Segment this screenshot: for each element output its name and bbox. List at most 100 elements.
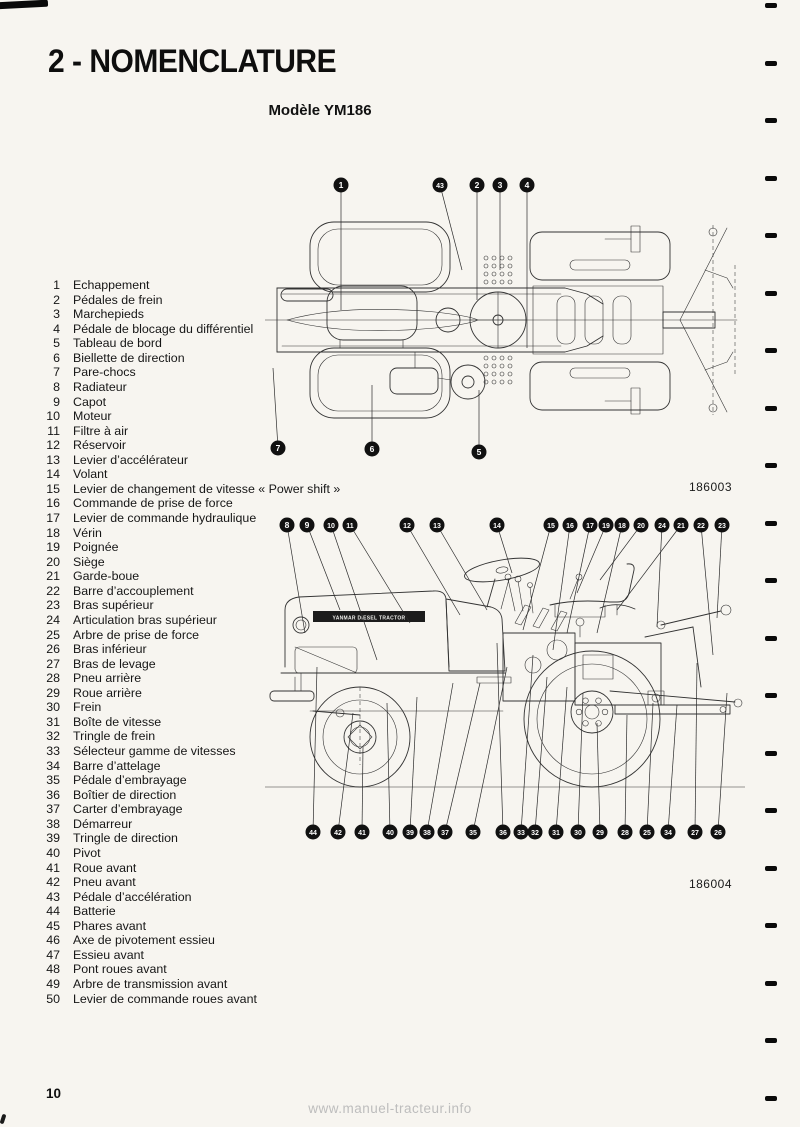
part-label: Biellette de direction — [73, 350, 185, 365]
callout-number: 3 — [498, 180, 503, 190]
page-number: 10 — [46, 1086, 62, 1101]
callout-disc — [437, 824, 453, 840]
part-label: Echappement — [73, 278, 150, 292]
callout-disc — [432, 177, 448, 193]
callout-number: 25 — [643, 830, 651, 837]
callout-leader-line — [520, 654, 534, 833]
part-number: 21 — [46, 569, 60, 584]
part-number: 14 — [46, 467, 60, 482]
part-number: 18 — [46, 525, 60, 540]
figure2-number: 186004 — [688, 877, 732, 891]
callout-leader-line — [312, 666, 318, 833]
binding-mark — [765, 520, 777, 526]
callout-disc — [469, 177, 485, 193]
part-label: Levier de changement de vitesse « Power … — [73, 481, 341, 496]
callout-disc — [333, 177, 349, 193]
binding-mark — [765, 233, 777, 238]
part-label: Démarreur — [73, 816, 133, 831]
callout-number: 41 — [358, 830, 366, 837]
callout-number: 13 — [433, 523, 441, 530]
part-number: 25 — [46, 627, 60, 642]
part-number: 32 — [46, 729, 60, 744]
callout-number: 35 — [469, 830, 477, 837]
callout-disc — [710, 824, 726, 840]
callout-disc — [419, 824, 435, 840]
part-label: Boîtier de direction — [73, 787, 177, 802]
callout-number: 28 — [621, 830, 629, 837]
part-label: Marchepieds — [73, 307, 144, 322]
callout-disc — [492, 177, 508, 193]
callout-number: 8 — [285, 520, 290, 530]
part-number: 36 — [46, 787, 60, 802]
callout-leader-line — [361, 746, 364, 833]
part-label: Pédales de frein — [73, 292, 163, 307]
callout-leader-line — [534, 676, 548, 833]
callout-number: 7 — [276, 443, 281, 453]
callout-disc — [582, 517, 598, 533]
callout-leader-line — [646, 702, 654, 833]
part-label: Pont roues avant — [73, 962, 167, 977]
callout-disc — [598, 517, 614, 533]
part-label: Levier d’accélérateur — [73, 452, 189, 467]
binding-mark — [765, 1038, 777, 1043]
callout-number: 27 — [691, 830, 699, 837]
callout-leader-line — [426, 682, 454, 833]
callout-leader-line — [306, 524, 341, 611]
part-label: Batterie — [73, 904, 116, 919]
callout-leader-line — [337, 712, 354, 833]
callout-disc — [639, 824, 655, 840]
part-label: Tringle de direction — [73, 831, 178, 846]
callout-number: 6 — [370, 444, 375, 454]
part-number: 16 — [46, 496, 60, 511]
callout-number: 23 — [718, 523, 726, 530]
callout-leader-line — [566, 524, 591, 634]
part-number: 41 — [46, 860, 60, 875]
binding-mark — [765, 118, 777, 123]
part-number: 13 — [46, 452, 60, 467]
part-label: Axe de pivotement essieu — [73, 933, 215, 948]
part-label: Essieu avant — [73, 947, 144, 962]
binding-mark — [765, 635, 777, 641]
callout-disc — [543, 517, 559, 533]
callout-number: 10 — [327, 523, 335, 530]
part-number: 7 — [53, 365, 60, 380]
callout-number: 38 — [423, 830, 431, 837]
part-number: 26 — [46, 642, 60, 657]
part-label: Carter d’embrayage — [73, 802, 183, 817]
part-label: Boîte de vitesse — [73, 714, 162, 729]
callout-disc — [342, 517, 358, 533]
binding-mark — [765, 865, 777, 871]
part-label: Pneu avant — [73, 875, 136, 890]
part-number: 11 — [47, 423, 60, 438]
callout-number: 18 — [618, 523, 626, 530]
callout-leader-line — [716, 524, 723, 619]
callout-leader-line — [472, 666, 508, 833]
binding-mark — [765, 923, 777, 928]
list-item: 36 Boîtier de direction — [30, 788, 340, 803]
binding-mark — [765, 808, 777, 813]
callout-number: 39 — [406, 830, 414, 837]
callout-number: 17 — [586, 523, 594, 530]
list-item: 7 Pare-chocs — [30, 365, 340, 380]
callout-leader-line — [555, 686, 568, 833]
part-label: Pare-chocs — [73, 365, 136, 380]
part-label: Sélecteur gamme de vitesses — [73, 744, 236, 758]
part-label: Articulation bras supérieur — [73, 612, 217, 627]
callout-leader-line — [700, 524, 714, 656]
